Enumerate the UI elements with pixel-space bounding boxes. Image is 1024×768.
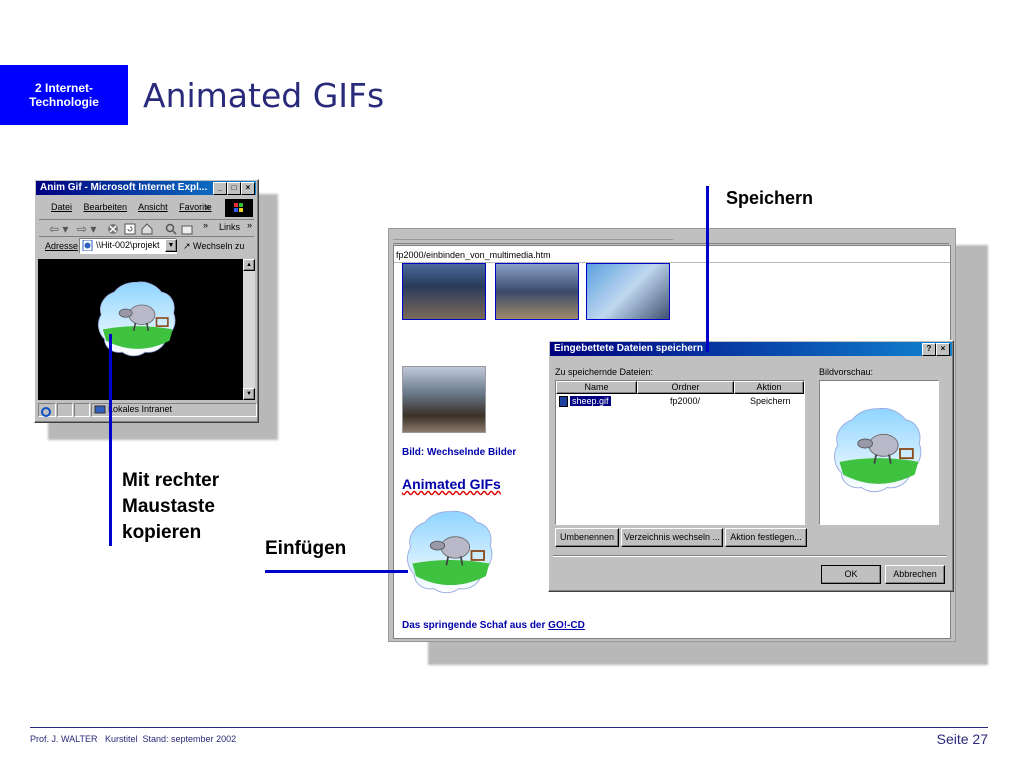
save-dialog: Eingebettete Dateien speichern ? × Zu sp… — [548, 340, 954, 592]
dialog-titlebar[interactable]: Eingebettete Dateien speichern — [550, 342, 952, 356]
image-caption: Bild: Wechselnde Bilder — [402, 447, 517, 458]
search-icon[interactable] — [165, 222, 177, 240]
column-action[interactable]: Aktion — [734, 381, 804, 394]
menu-bearbeiten[interactable]: Bearbeiten — [83, 202, 128, 212]
address-value: \\Hit-002\projekt — [96, 240, 160, 250]
table-row[interactable]: sheep.gif fp2000/ Speichern — [558, 396, 802, 408]
thumbnail-phone — [586, 263, 670, 320]
forward-icon[interactable]: ⇨ ▾ — [77, 222, 97, 236]
ie-content-area — [38, 259, 243, 400]
badge-line-2: Technologie — [29, 95, 99, 109]
column-folder[interactable]: Ordner — [637, 381, 734, 394]
files-label: Zu speichernde Dateien: — [555, 367, 654, 377]
column-name[interactable]: Name — [556, 381, 637, 394]
menu-datei[interactable]: Datei — [51, 202, 73, 212]
preview-sheep-image — [834, 407, 922, 493]
address-divider — [39, 236, 254, 237]
ok-button[interactable]: OK — [821, 565, 881, 584]
ie-title: Anim Gif - Microsoft Internet Expl... — [40, 182, 208, 193]
back-icon[interactable]: ⇦ ▾ — [49, 222, 69, 236]
help-icon[interactable]: ? — [922, 343, 936, 356]
editor-divider — [393, 243, 949, 244]
stop-icon[interactable] — [107, 222, 119, 240]
favorites-icon[interactable] — [181, 222, 193, 240]
slide-title: Animated GIFs — [143, 76, 385, 115]
callout-copy-line-3: kopieren — [122, 522, 202, 543]
menu-more-icon[interactable]: » — [205, 202, 211, 212]
set-action-button[interactable]: Aktion festlegen... — [725, 528, 807, 547]
dialog-title: Eingebettete Dateien speichern — [554, 343, 703, 354]
ie-titlebar[interactable]: Anim Gif - Microsoft Internet Expl... — [36, 181, 256, 195]
row-folder: fp2000/ — [670, 396, 701, 406]
editor-heading: Animated GIFs — [402, 476, 501, 492]
thumbnail-room-2 — [495, 263, 579, 320]
home-icon[interactable] — [141, 222, 153, 240]
section-badge: 2 Internet- Technologie — [0, 65, 128, 125]
page-number: Seite 27 — [936, 731, 988, 747]
address-input[interactable]: \\Hit-002\projekt — [79, 238, 177, 254]
editor-toolbar — [393, 231, 673, 240]
toolbar-more-icon[interactable]: » — [203, 220, 209, 230]
thumbnail-room-3 — [402, 366, 486, 433]
callout-line-copy — [109, 334, 112, 546]
pasted-sheep-image — [407, 510, 493, 594]
minimize-icon[interactable]: _ — [213, 182, 227, 195]
callout-line-einfuegen — [265, 570, 408, 573]
callout-copy-line-1: Mit rechter — [122, 470, 220, 491]
intranet-icon — [94, 405, 106, 414]
address-dropdown-icon[interactable]: ▼ — [165, 239, 177, 252]
links-button[interactable]: Links — [219, 222, 241, 232]
status-zone: Lokales Intranet — [91, 403, 257, 417]
preview-pane — [819, 380, 939, 525]
editor-address-underline — [394, 262, 950, 263]
change-dir-button[interactable]: Verzeichnis wechseln ... — [621, 528, 723, 547]
status-pane-2 — [74, 403, 90, 417]
page-icon — [82, 240, 93, 251]
rename-button[interactable]: Umbenennen — [555, 528, 619, 547]
row-action: Speichern — [750, 396, 791, 406]
thumbnail-room-1 — [402, 263, 486, 320]
close-icon[interactable]: × — [241, 182, 255, 195]
sheep-caption: Das springende Schaf aus der GO!-CD — [402, 620, 585, 631]
ie-window: Anim Gif - Microsoft Internet Expl... _ … — [34, 179, 259, 423]
editor-address: fp2000/einbinden_von_multimedia.htm — [396, 250, 551, 260]
file-icon — [559, 396, 568, 407]
ie-menubar: Datei Bearbeiten Ansicht Favorite — [51, 202, 221, 212]
status-pane-1 — [57, 403, 73, 417]
menu-favoriten[interactable]: Favorite — [179, 202, 212, 212]
status-text: Lokales Intranet — [108, 404, 173, 414]
windows-logo-icon — [225, 199, 253, 217]
toolbar-divider — [39, 219, 254, 220]
go-button[interactable]: ↗ Wechseln zu — [183, 241, 245, 251]
cancel-button[interactable]: Abbrechen — [885, 565, 945, 584]
ie-scrollbar[interactable]: ▲ ▼ — [243, 259, 255, 400]
dialog-close-icon[interactable]: × — [936, 343, 950, 356]
sheep-animation-image — [98, 281, 176, 357]
links-more-icon[interactable]: » — [247, 220, 253, 230]
footer-divider — [30, 727, 988, 728]
footer-left: Prof. J. WALTER Kurstitel Stand: septemb… — [30, 734, 237, 744]
status-ie-icon — [38, 403, 56, 417]
scroll-down-icon[interactable]: ▼ — [243, 388, 255, 400]
sheep-caption-text: Das springende Schaf aus der — [402, 620, 549, 631]
refresh-icon[interactable] — [124, 222, 136, 240]
maximize-icon[interactable]: □ — [227, 182, 241, 195]
badge-line-1: 2 Internet- — [34, 81, 93, 95]
go-cd-link[interactable]: GO!-CD — [548, 620, 585, 631]
preview-label: Bildvorschau: — [819, 367, 874, 377]
callout-einfuegen: Einfügen — [265, 538, 347, 559]
callout-speichern: Speichern — [726, 188, 814, 208]
menu-ansicht[interactable]: Ansicht — [138, 202, 168, 212]
callout-copy-line-2: Maustaste — [122, 496, 215, 517]
files-list[interactable]: Name Ordner Aktion sheep.gif fp2000/ Spe… — [555, 380, 805, 525]
dialog-divider — [553, 555, 947, 557]
row-name: sheep.gif — [570, 396, 611, 406]
callout-copy: Mit rechter Maustaste kopieren — [122, 468, 219, 546]
go-label: Wechseln zu — [193, 241, 245, 251]
address-label: Adresse — [45, 241, 79, 251]
scroll-up-icon[interactable]: ▲ — [243, 259, 255, 271]
callout-line-speichern — [706, 186, 709, 352]
